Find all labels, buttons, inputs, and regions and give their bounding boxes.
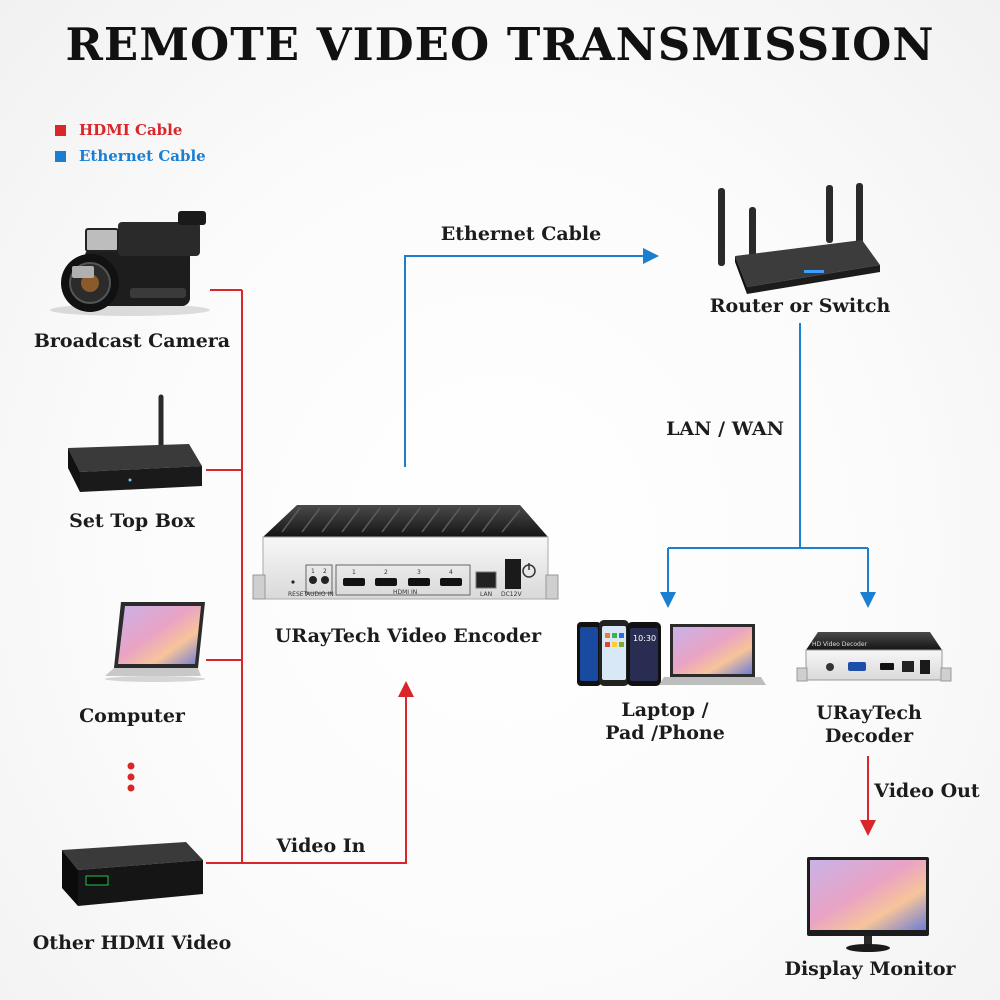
router-label: Router or Switch	[709, 295, 891, 317]
decoder-label-line1: URayTech	[816, 702, 922, 724]
audio-ch2-label: 2	[323, 568, 327, 575]
hdmi-box-icon	[62, 842, 203, 906]
laptop-icon	[105, 602, 205, 682]
video-in-label: Video In	[276, 835, 366, 857]
monitor-icon	[807, 857, 929, 952]
ethernet-link-label: Ethernet Cable	[440, 223, 602, 245]
more-sources-dots	[127, 762, 135, 792]
camera-icon	[50, 211, 210, 316]
phone-clock: 10:30	[633, 634, 656, 643]
other-hdmi-label: Other HDMI Video	[32, 932, 232, 954]
computer-label: Computer	[79, 705, 185, 727]
hdmi-wiring	[206, 289, 876, 864]
audio-port-label: AUDIO IN	[306, 591, 334, 598]
audio-ch1-label: 1	[311, 568, 315, 575]
dc-port-label: DC12V	[501, 591, 522, 598]
router-icon	[718, 183, 880, 294]
encoder-device-icon: RESET 1 2 AUDIO IN 1 2 3 4 HDMI IN LAN D…	[252, 505, 559, 600]
page-title: REMOTE VIDEO TRANSMISSION	[65, 18, 935, 71]
ethernet-wiring	[404, 248, 876, 608]
ethernet-swatch	[55, 151, 66, 162]
hdmi-ch3-label: 3	[417, 569, 421, 576]
lan-port-label: LAN	[480, 591, 492, 598]
legend-ethernet: Ethernet Cable	[55, 147, 206, 165]
decoder-device-icon: HD Video Decoder	[796, 632, 952, 682]
reset-port-label: RESET	[288, 591, 308, 598]
hdmi-port-label: HDMI IN	[393, 589, 417, 596]
legend-hdmi: HDMI Cable	[55, 121, 182, 139]
video-in-arrow	[242, 681, 414, 864]
hdmi-ch1-label: 1	[352, 569, 356, 576]
decoder-label-line2: Decoder	[824, 725, 914, 747]
decoder-panel-title: HD Video Decoder	[812, 641, 868, 648]
set-top-box-icon	[68, 394, 202, 492]
hdmi-ch2-label: 2	[384, 569, 388, 576]
legend-ethernet-label: Ethernet Cable	[79, 147, 206, 165]
monitor-label: Display Monitor	[784, 958, 956, 980]
ethernet-arrow-to-router	[404, 248, 659, 467]
hdmi-ch4-label: 4	[449, 569, 453, 576]
camera-label: Broadcast Camera	[33, 330, 231, 352]
client-devices-icon: 10:30	[577, 620, 766, 686]
video-out-label: Video Out	[874, 780, 980, 802]
legend-hdmi-label: HDMI Cable	[79, 121, 183, 139]
hdmi-swatch	[55, 125, 66, 136]
settop-label: Set Top Box	[69, 510, 195, 532]
encoder-label: URayTech Video Encoder	[274, 625, 542, 647]
clients-label-line1: Laptop /	[621, 699, 709, 721]
lan-wan-label: LAN / WAN	[666, 418, 784, 440]
clients-label-line2: Pad /Phone	[605, 722, 725, 744]
